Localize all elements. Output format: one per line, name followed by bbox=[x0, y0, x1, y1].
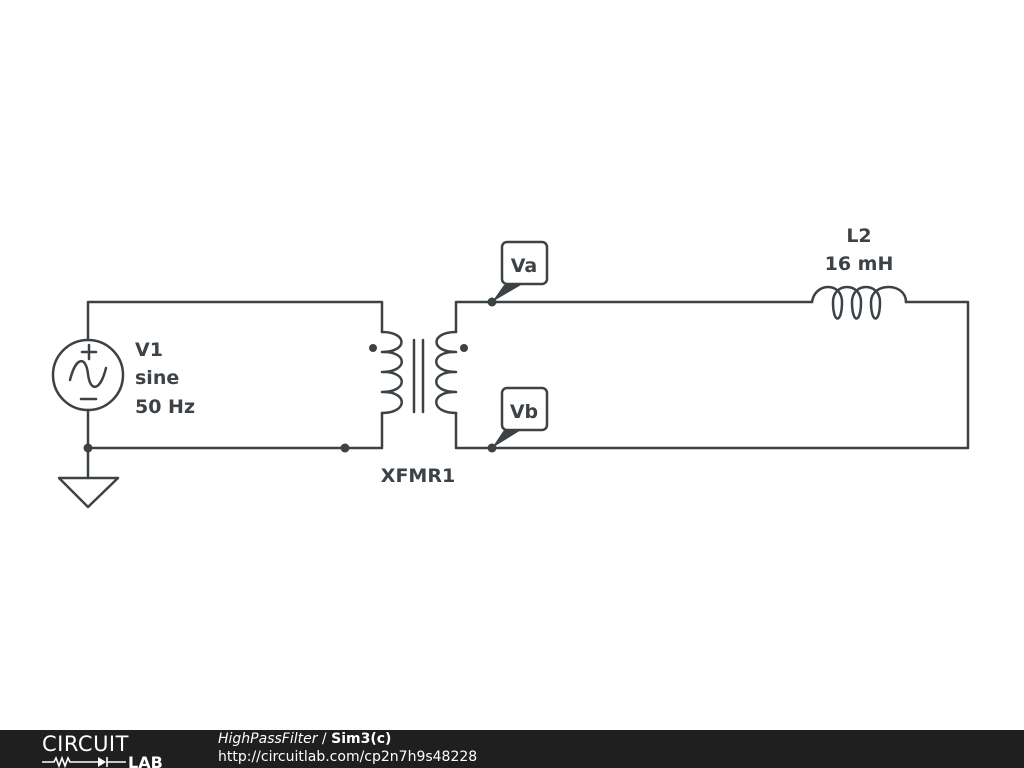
probe-vb[interactable] bbox=[487, 386, 549, 453]
simulation-name: Sim3(c) bbox=[331, 731, 392, 747]
junction-dot-primary bbox=[340, 443, 350, 453]
inductor-l2[interactable] bbox=[810, 285, 908, 320]
junction-dot-ground bbox=[83, 443, 93, 453]
logo-text-top: CIRCUIT bbox=[42, 732, 129, 756]
transformer-name-label: XFMR1 bbox=[381, 465, 455, 487]
probe-va[interactable] bbox=[487, 240, 549, 307]
circuit-schematic: V1 sine 50 Hz XFMR1 L2 16 mH Va bbox=[51, 225, 970, 509]
source-name-label: V1 bbox=[135, 339, 163, 361]
footer-url[interactable]: http://circuitlab.com/cp2n7h9s48228 bbox=[218, 749, 478, 765]
voltage-source-v1[interactable] bbox=[51, 338, 125, 412]
footer-title: HighPassFilter / Sim3(c) bbox=[218, 731, 391, 747]
inductor-name-label: L2 bbox=[846, 225, 871, 247]
secondary-wires bbox=[454, 300, 970, 450]
transformer-xfmr1[interactable] bbox=[369, 330, 468, 415]
circuitlab-logo[interactable]: CIRCUIT LAB bbox=[40, 732, 180, 768]
project-name[interactable]: HighPassFilter bbox=[218, 731, 318, 747]
ground-symbol bbox=[57, 476, 120, 509]
title-separator: / bbox=[317, 731, 332, 747]
primary-wires bbox=[86, 300, 384, 480]
probe-vb-label: Vb bbox=[510, 401, 538, 423]
logo-text-bottom: LAB bbox=[128, 753, 163, 768]
probe-va-label: Va bbox=[511, 255, 538, 277]
source-type-label: sine bbox=[135, 367, 179, 389]
footer-bar: CIRCUIT LAB HighPassFilter / Sim3(c) htt… bbox=[0, 730, 1024, 768]
inductor-value-label: 16 mH bbox=[825, 253, 894, 275]
source-frequency-label: 50 Hz bbox=[135, 396, 195, 418]
